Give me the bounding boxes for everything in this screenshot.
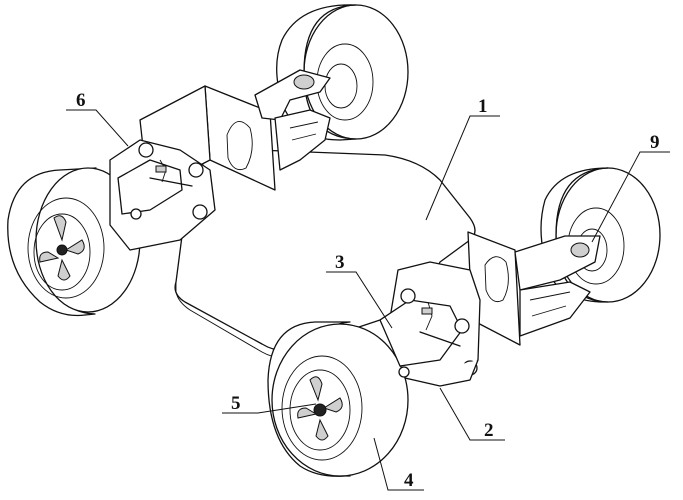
callout-6: 6 [76, 90, 86, 111]
callout-1: 1 [478, 96, 488, 117]
leader-6 [66, 109, 129, 147]
leader-1 [425, 115, 500, 221]
front-right-suspension [379, 261, 481, 387]
wheel-front-left [7, 167, 141, 317]
leader-5 [222, 403, 317, 414]
front-left-suspension [109, 139, 216, 251]
leader-2 [439, 387, 505, 441]
wheel-front-right [267, 321, 409, 477]
callout-4: 4 [404, 470, 414, 491]
rear-bracket-right [467, 231, 601, 346]
callout-3: 3 [335, 252, 345, 273]
leader-4 [373, 437, 424, 491]
callout-labels: 1 2 3 4 5 6 9 [76, 90, 660, 491]
callout-5: 5 [231, 393, 241, 414]
leader-3 [326, 271, 393, 329]
leader-9 [591, 151, 670, 243]
callout-2: 2 [484, 420, 494, 441]
wheel-rear-right [540, 167, 661, 303]
leader-lines [66, 109, 670, 491]
callout-9: 9 [650, 132, 660, 153]
